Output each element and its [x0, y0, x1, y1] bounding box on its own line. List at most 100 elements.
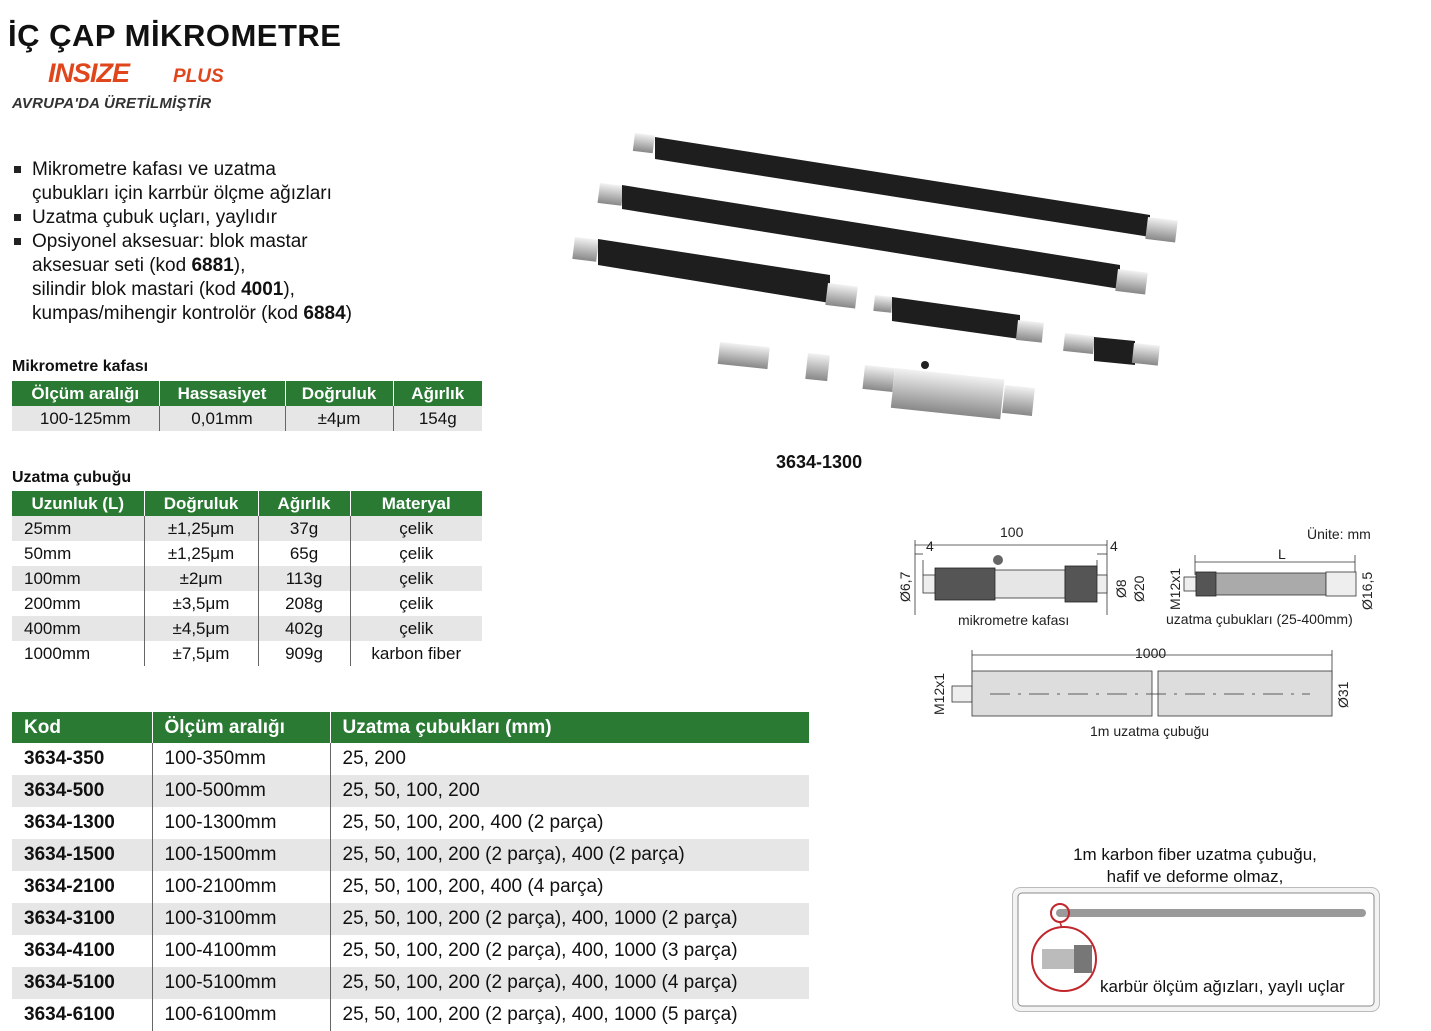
table-cell: 100-4100mm	[152, 935, 331, 967]
feature-text: silindir blok mastari (kod	[32, 279, 242, 300]
table-cell: karbon fiber	[350, 641, 482, 666]
column-header: Materyal	[350, 491, 482, 516]
table-cell: 100-3100mm	[152, 903, 331, 935]
column-header: Ölçüm aralığı	[152, 712, 331, 743]
feature-text: aksesuar seti (kod	[32, 255, 192, 276]
head-drawing-caption: mikrometre kafası	[958, 612, 1069, 628]
feature-item: Opsiyonel aksesuar: blok mastar	[14, 230, 352, 254]
head-d8-dim: Ø8	[1113, 579, 1129, 598]
feature-text: ),	[233, 255, 246, 276]
table-cell: ±1,25μm	[144, 516, 259, 541]
head-gap-left-dim: 4	[926, 538, 934, 554]
rod-diameter-dim: Ø16,5	[1359, 572, 1375, 610]
column-header: Kod	[12, 712, 153, 743]
table-cell: 154g	[393, 406, 482, 431]
feature-code: 6881	[191, 255, 234, 276]
long-rod-length-dim: 1000	[1135, 645, 1166, 661]
table-cell: 1000mm	[12, 641, 145, 666]
table-cell: 37g	[258, 516, 351, 541]
table-cell: 25, 50, 100, 200 (2 parça), 400, 1000 (5…	[330, 999, 809, 1031]
extension-piece-photo	[717, 342, 770, 370]
table-cell: 25, 50, 100, 200	[330, 775, 809, 807]
extension-rod-photo	[873, 295, 1044, 343]
feature-text: )	[345, 303, 352, 324]
micrometer-head-title: Mikrometre kafası	[12, 358, 149, 375]
feature-item: silindir blok mastari (kod 4001),	[14, 278, 352, 302]
table-cell: 3634-1300	[12, 807, 153, 839]
brand-logo: INSIZE PLUS	[48, 58, 268, 94]
long-rod-drawing: 1000 M12x1 Ø31 1m uzatma çubuğu	[931, 645, 1351, 739]
micrometer-head-drawing: 100 4 4 Ø6,7 Ø8 Ø20 mikrometre kafası	[897, 524, 1147, 628]
extension-rod-photo	[1063, 333, 1160, 366]
carbon-rod-photo	[1012, 887, 1380, 1012]
table-cell: 25, 50, 100, 200 (2 parça), 400 (2 parça…	[330, 839, 809, 871]
table-cell: 25, 50, 100, 200, 400 (4 parça)	[330, 871, 809, 903]
table-cell: 3634-4100	[12, 935, 153, 967]
column-header: Doğruluk	[144, 491, 259, 516]
table-cell: 909g	[258, 641, 351, 666]
extension-rod-title: Uzatma çubuğu	[12, 469, 132, 486]
head-d20-dim: Ø20	[1131, 575, 1147, 602]
table-cell: ±7,5μm	[144, 641, 259, 666]
table-cell: 3634-3100	[12, 903, 153, 935]
table-cell: çelik	[350, 516, 482, 541]
extension-piece-photo	[805, 353, 830, 382]
table-cell: 400mm	[12, 616, 145, 641]
table-cell: 100-500mm	[152, 775, 331, 807]
table-cell: 113g	[258, 566, 351, 591]
table-cell: çelik	[350, 566, 482, 591]
feature-code: 4001	[241, 279, 284, 300]
extension-rod-photo	[632, 133, 1178, 243]
feature-text: Uzatma çubuk uçları, yaylıdır	[32, 207, 277, 228]
feature-text: Mikrometre kafası ve uzatma	[32, 159, 276, 180]
long-rod-thread-dim: M12x1	[931, 673, 947, 715]
made-in-label: AVRUPA'DA ÜRETİLMİŞTİR	[12, 95, 212, 112]
table-cell: 3634-1500	[12, 839, 153, 871]
table-cell: çelik	[350, 541, 482, 566]
table-cell: 3634-500	[12, 775, 153, 807]
table-cell: 100-6100mm	[152, 999, 331, 1031]
table-cell: 50mm	[12, 541, 145, 566]
micrometer-head-photo	[862, 361, 1035, 420]
unit-label: Ünite: mm	[1307, 525, 1371, 542]
feature-item: Mikrometre kafası ve uzatma	[14, 158, 352, 182]
carbon-line-1: 1m karbon fiber uzatma çubuğu,	[1073, 845, 1317, 864]
table-cell: 208g	[258, 591, 351, 616]
column-header: Hassasiyet	[159, 381, 286, 406]
rod-drawing-caption: uzatma çubukları (25-400mm)	[1166, 611, 1353, 627]
extension-rod-photo	[572, 237, 858, 309]
table-cell: ±4,5μm	[144, 616, 259, 641]
page-title: İÇ ÇAP MİKROMETRE	[8, 18, 342, 53]
feature-item: çubukları için karrbür ölçme ağızları	[14, 182, 352, 206]
extension-rod-photo	[597, 183, 1148, 295]
head-length-dim: 100	[1000, 524, 1024, 540]
table-cell: 100-125mm	[12, 406, 160, 431]
table-cell: 25, 50, 100, 200 (2 parça), 400, 1000 (2…	[330, 903, 809, 935]
table-cell: 100-1500mm	[152, 839, 331, 871]
brand-name: INSIZE	[48, 58, 130, 88]
brand-suffix: PLUS	[173, 66, 224, 87]
table-cell: ±3,5μm	[144, 591, 259, 616]
table-cell: 100-5100mm	[152, 967, 331, 999]
extension-rod-drawing: Ünite: mm L M12x1 Ø16,5 uzatma çubukları…	[1166, 525, 1375, 627]
carbon-callout-text: 1m karbon fiber uzatma çubuğu, hafif ve …	[1000, 844, 1390, 888]
carbon-tips-label: karbür ölçüm ağızları, yaylı uçlar	[1100, 977, 1345, 996]
table-cell: ±2μm	[144, 566, 259, 591]
feature-text: Opsiyonel aksesuar: blok mastar	[32, 231, 308, 252]
feature-item: Uzatma çubuk uçları, yaylıdır	[14, 206, 352, 230]
head-d-left-dim: Ø6,7	[897, 571, 913, 602]
table-cell: 3634-350	[12, 743, 153, 775]
table-cell: 65g	[258, 541, 351, 566]
